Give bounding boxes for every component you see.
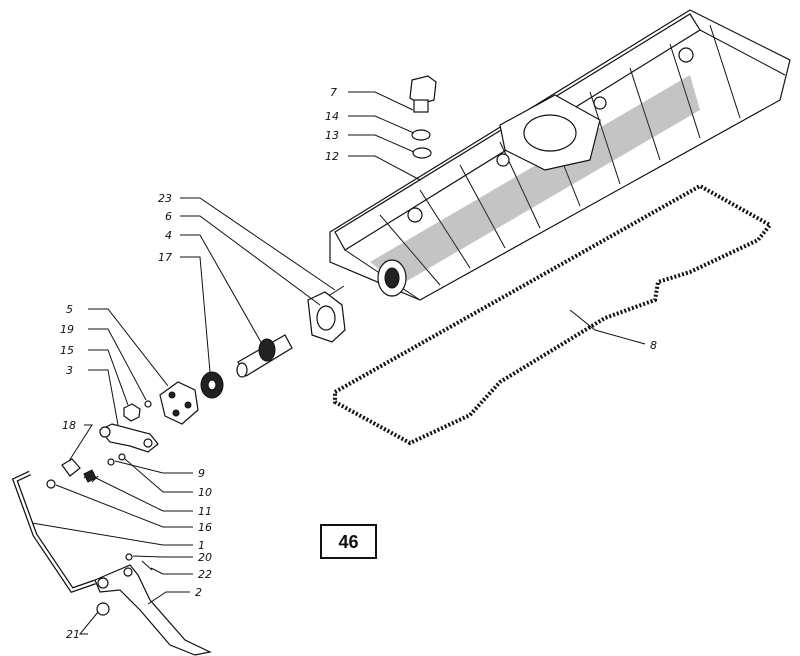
callout-3: 3 bbox=[66, 364, 73, 377]
figure-number: 46 bbox=[338, 532, 358, 552]
lever bbox=[99, 423, 159, 453]
callout-7: 7 bbox=[330, 86, 337, 99]
callout-18: 18 bbox=[62, 419, 76, 432]
callout-19: 19 bbox=[60, 323, 74, 336]
leader-lines bbox=[31, 91, 646, 635]
gasket bbox=[333, 183, 774, 446]
nut bbox=[123, 403, 141, 422]
callout-23: 23 bbox=[158, 192, 172, 205]
callout-1: 1 bbox=[198, 539, 205, 552]
callout-11: 11 bbox=[198, 505, 212, 518]
pin bbox=[107, 458, 115, 466]
callout-6: 6 bbox=[165, 210, 172, 223]
washer bbox=[411, 129, 431, 141]
callout-16: 16 bbox=[198, 521, 212, 534]
callout-9: 9 bbox=[198, 467, 205, 480]
callout-4: 4 bbox=[165, 229, 172, 242]
housing bbox=[159, 381, 199, 425]
callout-2: 2 bbox=[195, 586, 202, 599]
callout-14: 14 bbox=[325, 110, 339, 123]
washer-20 bbox=[125, 553, 133, 561]
small-washer bbox=[144, 400, 152, 408]
callout-labels: 7 14 13 12 23 6 4 17 5 19 15 3 18 9 10 1… bbox=[60, 86, 657, 641]
lock-ring bbox=[412, 147, 432, 159]
callout-12: 12 bbox=[325, 150, 339, 163]
callout-17: 17 bbox=[158, 251, 172, 264]
callout-22: 22 bbox=[198, 568, 212, 581]
washer-21 bbox=[96, 602, 110, 616]
callout-20: 20 bbox=[198, 551, 212, 564]
callout-15: 15 bbox=[60, 344, 74, 357]
callout-8: 8 bbox=[650, 339, 657, 352]
callout-5: 5 bbox=[66, 303, 73, 316]
cotter-pin bbox=[141, 560, 153, 571]
callout-21: 21 bbox=[66, 628, 80, 641]
pedal-lever bbox=[94, 564, 212, 656]
figure-number-box: 46 bbox=[320, 524, 377, 559]
callout-13: 13 bbox=[325, 129, 339, 142]
bolt bbox=[409, 75, 437, 113]
washer-small bbox=[118, 453, 126, 461]
block bbox=[61, 458, 81, 477]
callout-10: 10 bbox=[198, 486, 212, 499]
nut-small bbox=[46, 479, 56, 489]
shaft bbox=[236, 334, 293, 378]
valve-cover bbox=[329, 9, 791, 301]
